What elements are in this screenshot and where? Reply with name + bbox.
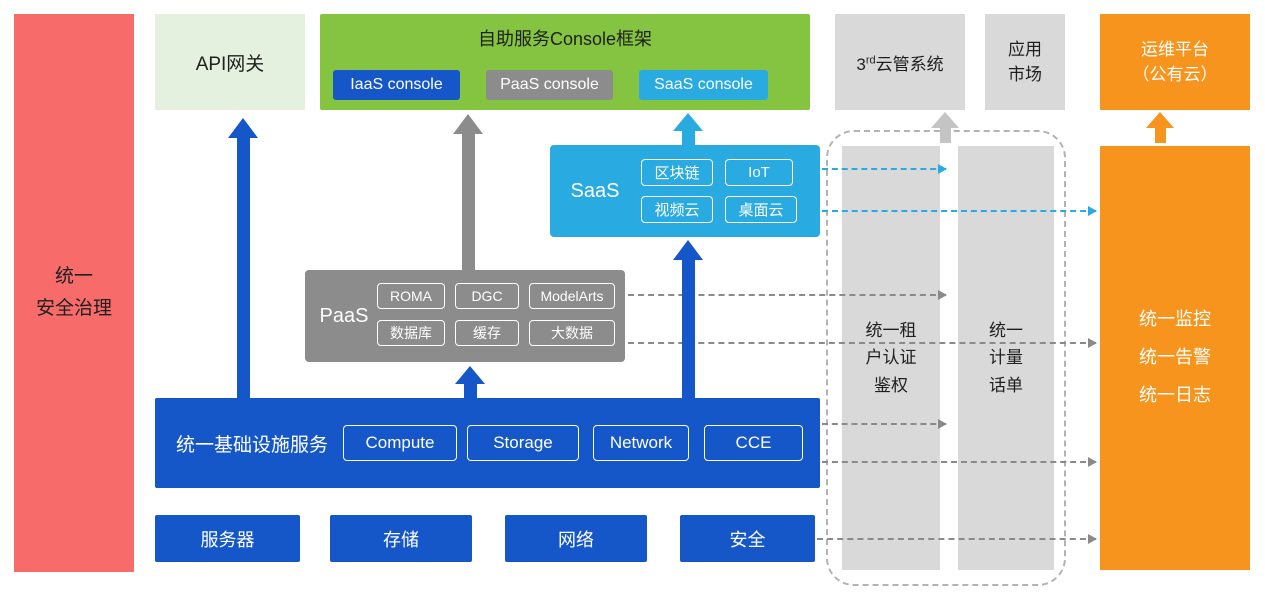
arrow-saas-to-console xyxy=(673,113,703,145)
arrow-shared-to-ops-platform xyxy=(1146,112,1174,143)
iaas-item-storage: Storage xyxy=(467,425,579,461)
connector-paas-to-monitoring xyxy=(628,338,1097,348)
saas-item-desktop-cloud: 桌面云 xyxy=(725,196,797,223)
arrow-iaas-to-saas xyxy=(673,240,703,398)
security-governance-bar: 统一 安全治理 xyxy=(14,14,134,572)
connector-iaas-to-monitoring xyxy=(822,457,1097,467)
third-party-cloud-box: 3rd云管系统 xyxy=(835,14,965,110)
saas-console-button: SaaS console xyxy=(639,70,768,100)
ops-platform-box: 运维平台 （公有云） xyxy=(1100,14,1250,110)
paas-item-bigdata: 大数据 xyxy=(529,320,615,346)
hw-network-box: 网络 xyxy=(505,515,647,562)
api-gateway-box: API网关 xyxy=(155,14,305,110)
paas-item-database: 数据库 xyxy=(377,320,445,346)
connector-security-to-monitoring xyxy=(817,534,1097,544)
connector-saas-to-monitoring xyxy=(822,206,1097,216)
third-party-label: 3rd云管系统 xyxy=(856,50,943,75)
console-framework-title: 自助服务Console框架 xyxy=(477,29,653,49)
paas-item-cache: 缓存 xyxy=(455,320,519,346)
auth-bar: 统一租 户认证 鉴权 xyxy=(842,146,940,570)
arrow-iaas-to-api-gateway xyxy=(228,118,258,398)
metering-bar: 统一 计量 话单 xyxy=(958,146,1054,570)
saas-item-video-cloud: 视频云 xyxy=(641,196,713,223)
paas-item-modelarts: ModelArts xyxy=(529,283,615,309)
arrow-iaas-to-paas xyxy=(455,366,485,398)
paas-item-dgc: DGC xyxy=(455,283,519,309)
iaas-label: 统一基础设施服务 xyxy=(175,434,328,456)
hw-storage-box: 存储 xyxy=(330,515,472,562)
saas-box xyxy=(550,145,820,237)
connector-saas-to-auth xyxy=(822,164,947,174)
monitoring-bar: 统一监控 统一告警 统一日志 xyxy=(1100,146,1250,570)
hw-security-box: 安全 xyxy=(680,515,815,562)
iaas-item-cce: CCE xyxy=(704,425,803,461)
arrow-shared-to-third-party xyxy=(931,112,959,143)
third-party-label-sup: rd xyxy=(865,53,876,66)
connector-iaas-to-auth xyxy=(822,419,947,429)
arrow-paas-to-console xyxy=(453,114,483,270)
saas-label: SaaS xyxy=(570,179,620,202)
iaas-item-network: Network xyxy=(593,425,689,461)
paas-label: PaaS xyxy=(319,304,369,327)
third-party-label-suffix: 云管系统 xyxy=(875,54,944,74)
saas-item-iot: IoT xyxy=(725,159,793,186)
connector-paas-to-auth xyxy=(628,290,947,300)
app-market-box: 应用 市场 xyxy=(985,14,1065,110)
paas-console-button: PaaS console xyxy=(486,70,613,100)
third-party-label-prefix: 3 xyxy=(856,54,866,74)
iaas-item-compute: Compute xyxy=(343,425,457,461)
paas-box xyxy=(305,270,625,362)
saas-item-blockchain: 区块链 xyxy=(641,159,713,186)
hw-server-box: 服务器 xyxy=(155,515,300,562)
iaas-console-button: IaaS console xyxy=(333,70,460,100)
paas-item-roma: ROMA xyxy=(377,283,445,309)
